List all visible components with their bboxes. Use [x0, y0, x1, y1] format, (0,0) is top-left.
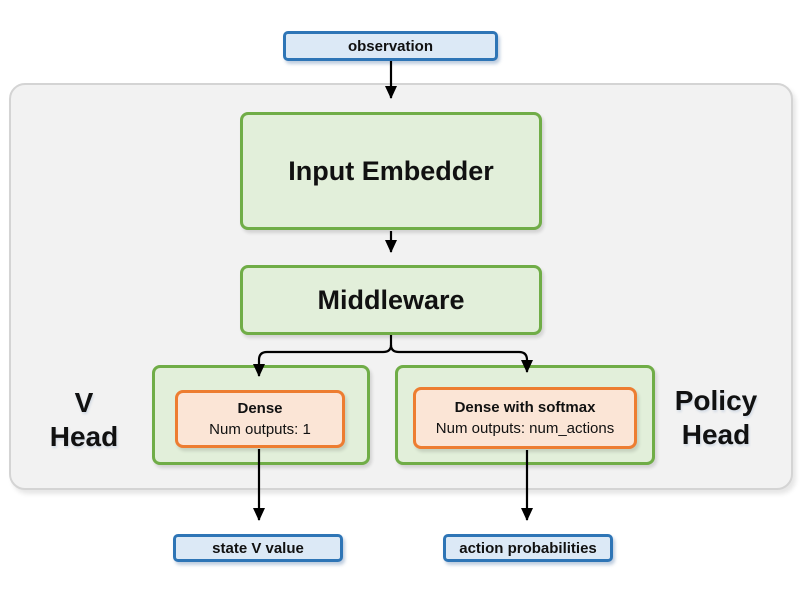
- state-v-value-node: state V value: [173, 534, 343, 562]
- v-dense-subtitle: Num outputs: 1: [209, 421, 311, 438]
- observation-label: observation: [347, 37, 434, 55]
- policy-head-label-line2: Head: [681, 419, 751, 450]
- input-embedder-label: Input Embedder: [288, 155, 494, 186]
- input-embedder-node: Input Embedder: [240, 112, 542, 230]
- action-probabilities-label: action probabilities: [459, 539, 597, 557]
- v-head-label-line1: V: [74, 387, 94, 418]
- state-v-value-label: state V value: [212, 539, 304, 557]
- middleware-node: Middleware: [240, 265, 542, 335]
- v-head-label: V Head: [28, 386, 140, 454]
- action-probabilities-node: action probabilities: [443, 534, 613, 562]
- middleware-label: Middleware: [317, 284, 465, 315]
- policy-head-dense-node: Dense with softmax Num outputs: num_acti…: [413, 387, 637, 449]
- policy-head-label: Policy Head: [660, 384, 772, 452]
- policy-dense-title: Dense with softmax: [454, 399, 596, 416]
- policy-dense-subtitle: Num outputs: num_actions: [435, 420, 615, 437]
- policy-head-label-line1: Policy: [674, 385, 758, 416]
- observation-node: observation: [283, 31, 498, 61]
- v-dense-title: Dense: [237, 400, 283, 417]
- v-head-label-line2: Head: [49, 421, 119, 452]
- v-head-dense-node: Dense Num outputs: 1: [175, 390, 345, 448]
